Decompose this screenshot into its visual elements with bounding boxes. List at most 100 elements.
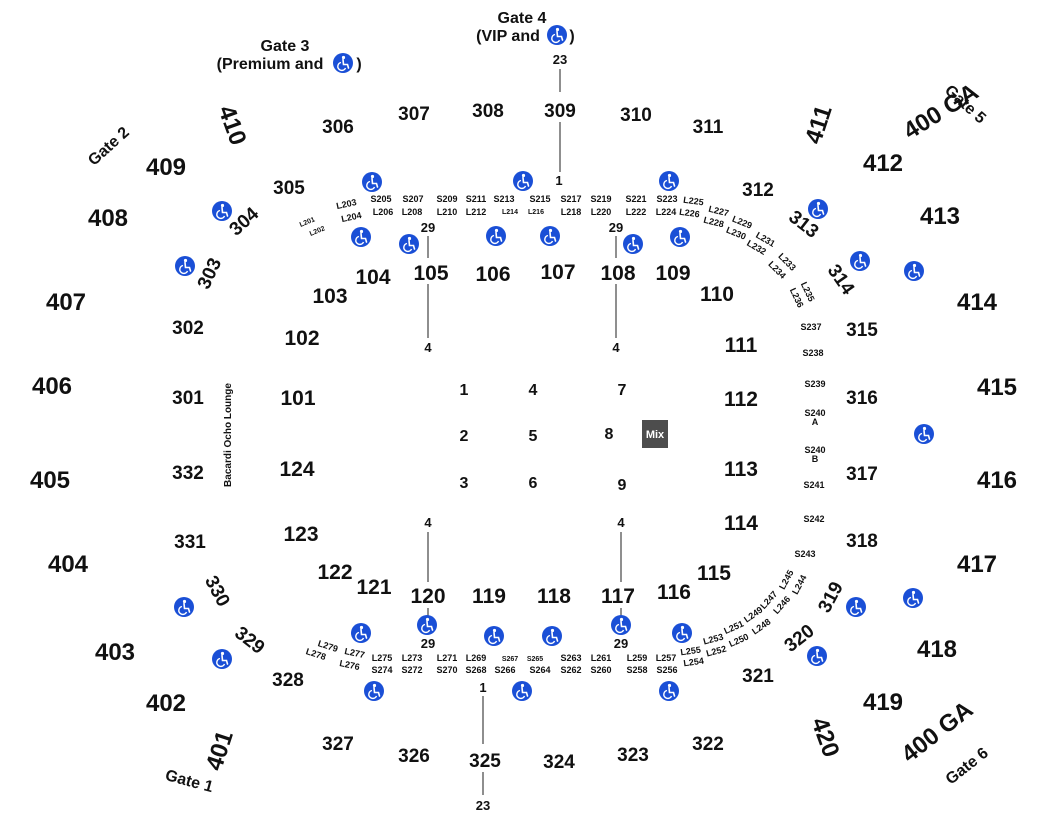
section-328[interactable]: 328 bbox=[272, 670, 304, 691]
section-417[interactable]: 417 bbox=[957, 551, 997, 578]
suite-s217[interactable]: S217 bbox=[560, 194, 581, 204]
wheelchair-icon[interactable] bbox=[173, 596, 195, 618]
suite-s263[interactable]: S263 bbox=[560, 653, 581, 663]
wheelchair-icon[interactable] bbox=[845, 596, 867, 618]
section-307[interactable]: 307 bbox=[398, 104, 430, 125]
floor-section-4[interactable]: 4 bbox=[529, 382, 538, 399]
section-406[interactable]: 406 bbox=[32, 373, 72, 400]
suite-s268[interactable]: S268 bbox=[465, 665, 486, 675]
loge-l214[interactable]: L214 bbox=[502, 209, 518, 216]
suite-s272[interactable]: S272 bbox=[401, 665, 422, 675]
suite-s239[interactable]: S239 bbox=[804, 379, 825, 389]
loge-l220[interactable]: L220 bbox=[591, 207, 612, 217]
section-407[interactable]: 407 bbox=[46, 289, 86, 316]
section-329[interactable]: 329 bbox=[230, 623, 268, 659]
section-106[interactable]: 106 bbox=[475, 263, 510, 286]
loge-l257[interactable]: L257 bbox=[656, 653, 677, 663]
section-119[interactable]: 119 bbox=[472, 585, 506, 608]
wheelchair-icon[interactable] bbox=[541, 625, 563, 647]
floor-section-2[interactable]: 2 bbox=[460, 428, 469, 445]
wheelchair-icon[interactable] bbox=[511, 680, 533, 702]
wheelchair-icon[interactable] bbox=[658, 170, 680, 192]
suite-s215[interactable]: S215 bbox=[529, 194, 550, 204]
loge-l218[interactable]: L218 bbox=[561, 207, 582, 217]
loge-l201[interactable]: L201 bbox=[299, 216, 317, 229]
section-118[interactable]: 118 bbox=[537, 585, 571, 608]
section-321[interactable]: 321 bbox=[742, 666, 774, 687]
floor-section-1[interactable]: 1 bbox=[460, 382, 469, 399]
section-331[interactable]: 331 bbox=[174, 532, 206, 553]
suite-s211[interactable]: S211 bbox=[466, 194, 487, 204]
wheelchair-icon[interactable] bbox=[361, 171, 383, 193]
loge-l255[interactable]: L255 bbox=[680, 645, 702, 658]
floor-section-7[interactable]: 7 bbox=[618, 382, 627, 399]
loge-l204[interactable]: L204 bbox=[340, 210, 362, 224]
suite-s221[interactable]: S221 bbox=[625, 194, 646, 204]
section-323[interactable]: 323 bbox=[617, 745, 649, 766]
section-109[interactable]: 109 bbox=[655, 262, 690, 285]
section-310[interactable]: 310 bbox=[620, 105, 652, 126]
section-402[interactable]: 402 bbox=[146, 690, 186, 717]
section-103[interactable]: 103 bbox=[312, 285, 347, 308]
section-101[interactable]: 101 bbox=[280, 387, 315, 410]
loge-l224[interactable]: L224 bbox=[656, 207, 677, 217]
section-317[interactable]: 317 bbox=[846, 464, 878, 485]
suite-s223[interactable]: S223 bbox=[656, 194, 677, 204]
loge-l206[interactable]: L206 bbox=[373, 207, 394, 217]
loge-l208[interactable]: L208 bbox=[402, 207, 423, 217]
suite-s219[interactable]: S219 bbox=[590, 194, 611, 204]
wheelchair-icon[interactable] bbox=[350, 226, 372, 248]
loge-l252[interactable]: L252 bbox=[705, 644, 727, 659]
section-418[interactable]: 418 bbox=[917, 636, 957, 663]
suite-s265[interactable]: S265 bbox=[527, 656, 543, 663]
section-325[interactable]: 325 bbox=[469, 751, 501, 772]
section-316[interactable]: 316 bbox=[846, 388, 878, 409]
loge-l254[interactable]: L254 bbox=[683, 656, 705, 669]
section-123[interactable]: 123 bbox=[283, 523, 318, 546]
section-309[interactable]: 309 bbox=[544, 101, 576, 122]
loge-l202[interactable]: L202 bbox=[309, 225, 327, 238]
loge-l261[interactable]: L261 bbox=[591, 653, 612, 663]
wheelchair-icon[interactable] bbox=[610, 614, 632, 636]
suite-s258[interactable]: S258 bbox=[626, 665, 647, 675]
wheelchair-icon[interactable] bbox=[622, 233, 644, 255]
section-319[interactable]: 319 bbox=[814, 578, 847, 616]
section-102[interactable]: 102 bbox=[284, 327, 319, 350]
wheelchair-icon[interactable] bbox=[174, 255, 196, 277]
section-122[interactable]: 122 bbox=[317, 561, 352, 584]
wheelchair-icon[interactable] bbox=[512, 170, 534, 192]
section-332[interactable]: 332 bbox=[172, 463, 204, 484]
wheelchair-icon[interactable] bbox=[671, 622, 693, 644]
loge-l225[interactable]: L225 bbox=[683, 195, 705, 208]
suite-s213[interactable]: S213 bbox=[493, 194, 514, 204]
section-401[interactable]: 401 bbox=[201, 727, 239, 773]
section-115[interactable]: 115 bbox=[697, 562, 731, 585]
section-311[interactable]: 311 bbox=[693, 117, 724, 138]
section-408[interactable]: 408 bbox=[88, 205, 128, 232]
suite-s205[interactable]: S205 bbox=[370, 194, 391, 204]
suite-s237[interactable]: S237 bbox=[800, 322, 821, 332]
section-113[interactable]: 113 bbox=[724, 458, 758, 481]
section-415[interactable]: 415 bbox=[977, 374, 1017, 401]
wheelchair-icon[interactable] bbox=[350, 622, 372, 644]
suite-s256[interactable]: S256 bbox=[656, 665, 677, 675]
section-105[interactable]: 105 bbox=[413, 262, 448, 285]
section-420[interactable]: 420 bbox=[806, 714, 845, 761]
section-104[interactable]: 104 bbox=[355, 266, 390, 289]
section-312[interactable]: 312 bbox=[742, 180, 774, 201]
wheelchair-icon[interactable] bbox=[363, 680, 385, 702]
suite-s209[interactable]: S209 bbox=[436, 194, 457, 204]
loge-l271[interactable]: L271 bbox=[437, 653, 458, 663]
section-410[interactable]: 410 bbox=[213, 102, 252, 149]
section-403[interactable]: 403 bbox=[95, 639, 135, 666]
section-110[interactable]: 110 bbox=[700, 283, 734, 306]
wheelchair-icon[interactable] bbox=[398, 233, 420, 255]
wheelchair-icon[interactable] bbox=[483, 625, 505, 647]
loge-l250[interactable]: L250 bbox=[727, 632, 750, 649]
bacardi-ocho-lounge[interactable]: Bacardi Ocho Lounge bbox=[223, 383, 234, 487]
section-306[interactable]: 306 bbox=[322, 117, 354, 138]
floor-section-5[interactable]: 5 bbox=[529, 428, 538, 445]
loge-l228[interactable]: L228 bbox=[703, 215, 725, 230]
wheelchair-icon[interactable] bbox=[211, 648, 233, 670]
section-414[interactable]: 414 bbox=[957, 289, 998, 316]
